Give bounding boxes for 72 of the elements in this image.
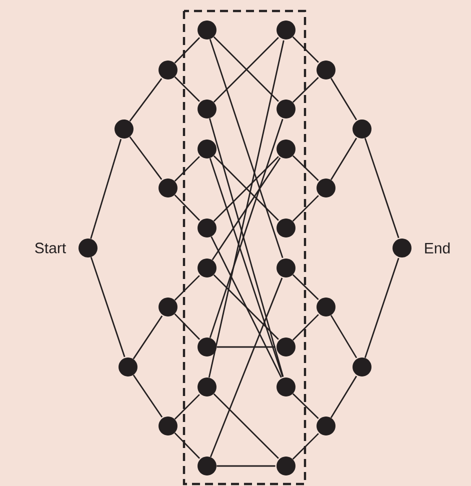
- node-dot: [158, 298, 178, 316]
- node-dot: [276, 218, 296, 238]
- connector-line: [210, 236, 282, 378]
- connector-line: [212, 158, 281, 260]
- node-dot: [198, 140, 216, 158]
- node-dot: [158, 178, 178, 198]
- connector-line: [132, 374, 163, 418]
- connector-line: [330, 138, 358, 180]
- connector-line: [90, 139, 122, 239]
- node-dot: [198, 20, 216, 40]
- connector-line: [174, 275, 200, 301]
- connector-line: [213, 393, 279, 459]
- node-label: End: [425, 242, 450, 254]
- connector-line: [208, 118, 284, 377]
- connector-line: [330, 78, 358, 120]
- connector-line: [330, 376, 358, 418]
- node-dot: [316, 416, 336, 436]
- connector-line: [364, 258, 400, 358]
- connector-line: [174, 313, 200, 340]
- node-dot: [316, 178, 336, 198]
- node-dot: [198, 338, 216, 356]
- connector-line: [174, 156, 200, 182]
- node-dot: [352, 120, 372, 138]
- node-dot: [118, 358, 138, 376]
- connector-line: [292, 76, 319, 103]
- node-dot: [158, 416, 178, 436]
- connector-line: [292, 274, 319, 300]
- connector-line: [209, 158, 284, 378]
- node-dot: [198, 456, 216, 476]
- node-dot: [198, 378, 216, 396]
- node-dot: [316, 298, 336, 316]
- connector-line: [364, 138, 400, 238]
- connector-line: [292, 314, 319, 341]
- connector-line: [216, 346, 276, 348]
- node-dot: [276, 338, 296, 356]
- node-dot: [198, 218, 216, 238]
- node-dot: [392, 238, 412, 258]
- connector-line: [213, 274, 279, 340]
- node-dot: [276, 378, 296, 396]
- connector-line: [292, 36, 319, 63]
- connector-line: [174, 37, 200, 64]
- connector-line: [129, 78, 162, 122]
- connector-line: [292, 195, 319, 222]
- node-dot: [352, 358, 372, 376]
- node-dot: [276, 258, 296, 278]
- connector-line: [90, 256, 126, 358]
- node-dot: [198, 100, 216, 118]
- connector-line: [216, 465, 276, 467]
- connector-line: [292, 155, 319, 182]
- connector-line: [208, 40, 284, 378]
- connector-line: [209, 38, 284, 258]
- node-dot: [276, 100, 296, 118]
- node-dot: [158, 60, 178, 80]
- connector-line: [129, 136, 162, 180]
- connector-line: [330, 314, 358, 358]
- node-dot: [276, 456, 296, 476]
- connector-line: [174, 394, 200, 420]
- node-dot: [276, 140, 296, 158]
- connector-line: [210, 278, 283, 458]
- node-label: Start: [35, 242, 66, 254]
- connector-line: [132, 316, 163, 360]
- node-dot: [78, 238, 98, 258]
- connector-line: [174, 432, 200, 459]
- node-dot: [316, 60, 336, 80]
- connector-line: [209, 118, 284, 338]
- connector-line: [292, 433, 319, 460]
- connector-line: [174, 76, 200, 102]
- connector-line: [174, 194, 200, 221]
- node-dot: [276, 20, 296, 40]
- node-dot: [198, 258, 216, 278]
- node-dot: [114, 120, 134, 138]
- connector-line: [292, 393, 319, 420]
